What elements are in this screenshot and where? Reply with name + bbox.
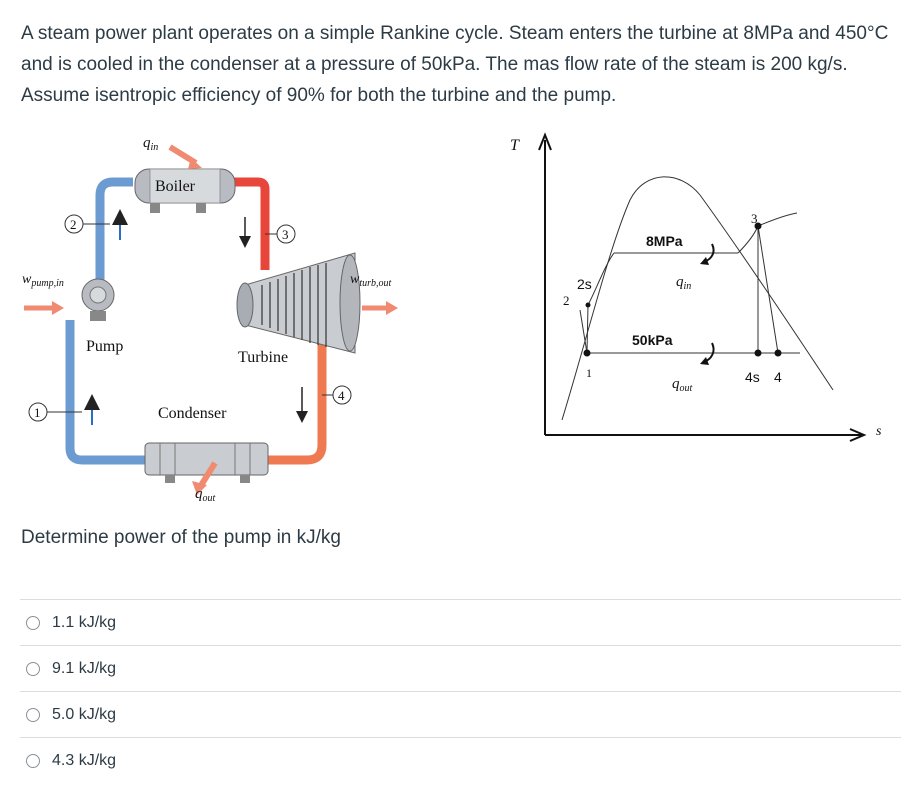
pt-4s-label: 4s: [745, 369, 760, 385]
answer-option-3[interactable]: 5.0 kJ/kg: [20, 691, 901, 737]
radio-button[interactable]: [26, 661, 40, 676]
state-2-label: 2: [70, 217, 77, 232]
turbine-label: Turbine: [238, 349, 288, 366]
rankine-figure: Boiler qin 2 3 Turbine: [22, 132, 882, 504]
q-out-arrow: [197, 461, 218, 489]
ts-diagram: T s 1 2 2s 3 4s 4: [510, 132, 882, 442]
state-4-label: 4: [338, 388, 345, 403]
boiler-label: Boiler: [155, 178, 196, 195]
pt-4-label: 4: [774, 369, 782, 385]
radio-button[interactable]: [26, 615, 40, 630]
state-3-label: 3: [282, 227, 289, 242]
pt-3-label: 3: [751, 211, 758, 226]
radio-button[interactable]: [26, 707, 40, 722]
sub-question: Determine power of the pump in kJ/kg: [21, 527, 341, 548]
pump: Pump: [81, 278, 123, 355]
w-pump-label: wpump,in: [22, 272, 64, 289]
pipe-turbine-to-condenser: [268, 335, 327, 465]
condenser: Condenser: [144, 405, 269, 483]
answer-label: 5.0 kJ/kg: [52, 705, 117, 723]
question-text: A steam power plant operates on a simple…: [21, 23, 889, 106]
schematic: Boiler qin 2 3 Turbine: [22, 135, 398, 504]
radio-button[interactable]: [26, 753, 40, 768]
answer-label: 4.3 kJ/kg: [52, 751, 117, 769]
answer-label: 9.1 kJ/kg: [52, 659, 117, 677]
answer-list: 1.1 kJ/kg 9.1 kJ/kg 5.0 kJ/kg 4.3 kJ/kg: [20, 599, 901, 783]
condenser-label: Condenser: [158, 405, 227, 422]
t-axis-label: T: [510, 137, 520, 154]
pipe-condenser-to-pump: [65, 320, 145, 465]
pump-label: Pump: [86, 338, 123, 355]
turbine: Turbine: [236, 252, 361, 366]
w-turb-label: wturb,out: [350, 272, 392, 289]
q-out-label-sch: qout: [195, 486, 216, 504]
low-pressure-label: 50kPa: [632, 332, 673, 348]
ts-q-out-label: qout: [672, 376, 693, 394]
pt-1-label: 1: [586, 366, 592, 380]
pipe-pump-to-boiler: [95, 177, 133, 285]
high-pressure-label: 8MPa: [646, 233, 683, 249]
answer-option-2[interactable]: 9.1 kJ/kg: [20, 645, 901, 691]
pt-2s-label: 2s: [577, 276, 592, 292]
answer-option-1[interactable]: 1.1 kJ/kg: [20, 599, 901, 645]
boiler: Boiler: [134, 168, 236, 213]
q-in-label-sch: qin: [143, 135, 158, 153]
pipe-boiler-to-turbine: [232, 177, 270, 270]
saturation-dome: [561, 176, 834, 421]
pt-2-label: 2: [563, 293, 570, 308]
s-axis-label: s: [876, 424, 882, 439]
answer-option-4[interactable]: 4.3 kJ/kg: [20, 737, 901, 783]
state-1-label: 1: [34, 405, 41, 420]
ts-q-in-label: qin: [676, 274, 691, 292]
answer-label: 1.1 kJ/kg: [52, 613, 117, 631]
